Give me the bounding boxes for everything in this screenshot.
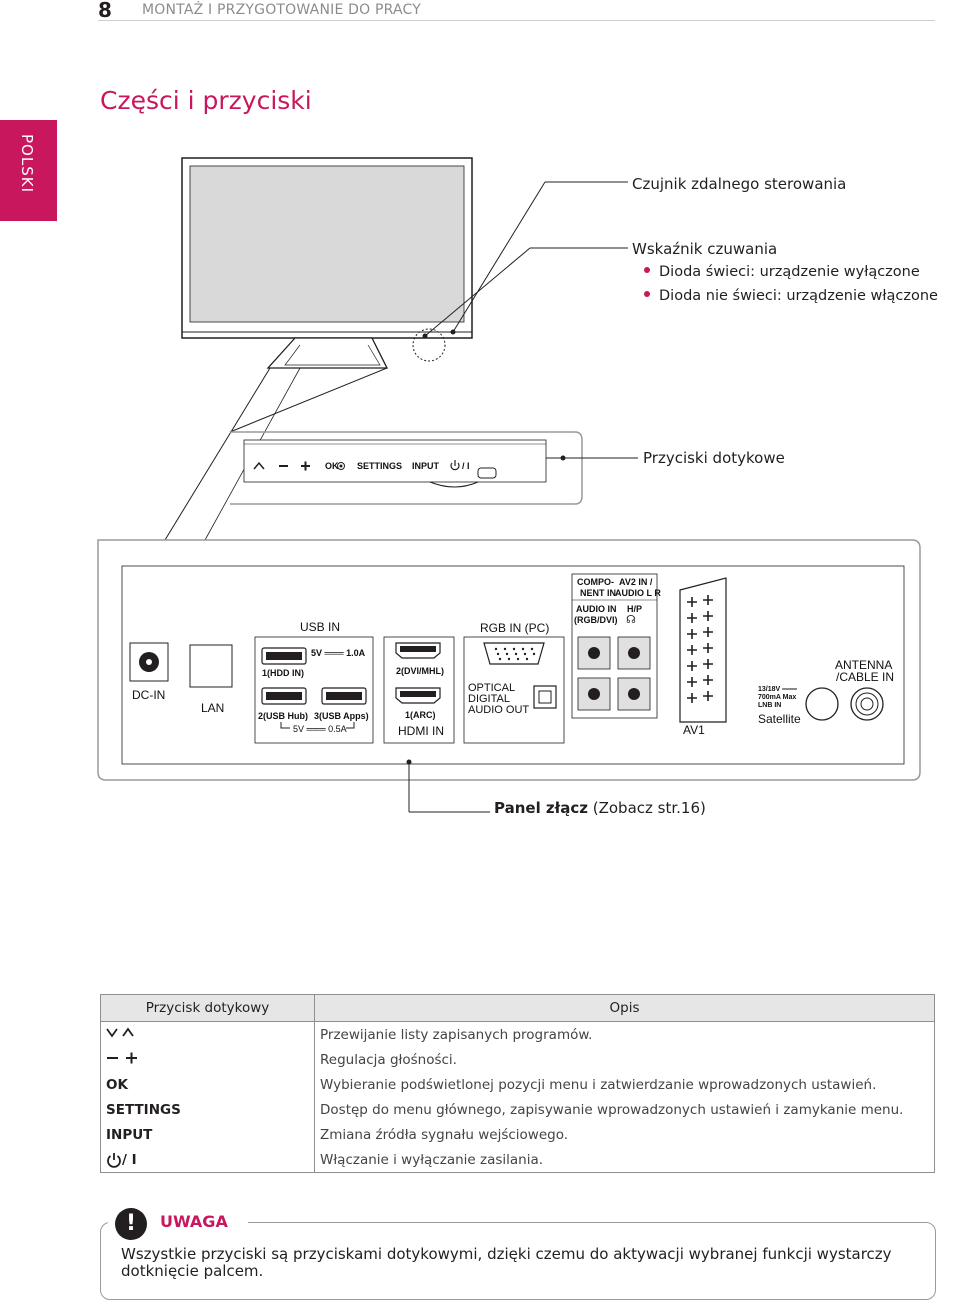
remote-sensor-label: Czujnik zdalnego sterowania (632, 175, 847, 193)
table-row: Regulacja głośności. (100, 1047, 935, 1072)
lan-label: LAN (201, 701, 225, 715)
headphone-icon: ☊ (626, 613, 636, 626)
usb-3-label: 3(USB Apps) (314, 711, 369, 721)
hp-label: H/P (627, 604, 643, 614)
power-icon (107, 1152, 121, 1168)
exclamation-icon: ! (115, 1208, 147, 1240)
touch-button-strip (230, 431, 583, 505)
table-cell-desc: Dostęp do menu głównego, zapisywanie wpr… (314, 1097, 935, 1122)
power-touch-label: / I (462, 461, 470, 471)
channel-up-down-icon (106, 1026, 134, 1038)
lan-port (189, 644, 233, 688)
table-cell-button (100, 1021, 315, 1047)
lnb-label-2: 700mA Max (758, 694, 797, 701)
panel-label-bold: Panel złącz (494, 799, 588, 817)
rgb-in-label: RGB IN (PC) (480, 621, 550, 635)
usb-power-2-label: 5V ═══ 0.5A (293, 724, 347, 734)
satellite-port (805, 687, 839, 721)
audio-in-label-1: AUDIO IN (576, 604, 617, 614)
panel-label-ref: (Zobacz str.16) (587, 799, 706, 817)
table-cell-button: INPUT (100, 1122, 315, 1147)
av2-label-2: AUDIO L R (615, 588, 661, 598)
table-row: OK Wybieranie podświetlonej pozycji menu… (100, 1072, 935, 1097)
touch-buttons-label: Przyciski dotykowe (643, 449, 785, 467)
table-cell-button: SETTINGS (100, 1097, 315, 1122)
table-cell-button (100, 1047, 315, 1072)
hdmi-in-label: HDMI IN (398, 724, 444, 738)
standby-item: Dioda świeci: urządzenie wyłączone (644, 260, 938, 284)
language-tab-label: POLSKI (18, 134, 36, 193)
power-button-label: / I (122, 1151, 137, 1168)
usb-power-1-label: 5V ═══ 1.0A (311, 648, 366, 658)
page-number: 8 (98, 0, 112, 22)
section-header: MONTAŻ I PRZYGOTOWANIE DO PRACY (142, 2, 422, 18)
lnb-label-1: 13/18V ═══ (758, 686, 798, 693)
standby-indicator-label: Wskaźnik czuwania (632, 240, 778, 258)
dc-in-label: DC-IN (132, 688, 166, 702)
optical-label-2: DIGITAL (468, 693, 510, 705)
table-cell-button: / I (100, 1147, 315, 1173)
av1-label: AV1 (683, 723, 705, 737)
optical-label-3: AUDIO OUT (468, 704, 530, 716)
note-box (100, 1222, 936, 1300)
tv-illustration (181, 157, 473, 369)
tv-diagram (97, 157, 921, 813)
table-cell-desc: Zmiana źródła sygnału wejściowego. (314, 1122, 935, 1147)
standby-item: Dioda nie świeci: urządzenie włączone (644, 284, 938, 308)
page-title: Części i przyciski (100, 86, 312, 115)
connector-panel-label: Panel złącz (Zobacz str.16) (494, 799, 706, 817)
audio-in-label-2: (RGB/DVI) (574, 615, 618, 625)
antenna-label-1: ANTENNA (835, 658, 893, 672)
table-cell-desc: Regulacja głośności. (314, 1047, 935, 1072)
ok-touch-label: OK (325, 461, 339, 471)
table-row: INPUT Zmiana źródła sygnału wejściowego. (100, 1122, 935, 1147)
table-cell-desc: Przewijanie listy zapisanych programów. (314, 1021, 935, 1047)
usb-in-label: USB IN (300, 620, 341, 634)
table-row: Przewijanie listy zapisanych programów. (100, 1021, 935, 1047)
touch-button-table: Przycisk dotykowy Opis Przewijanie listy… (100, 994, 935, 1173)
table-cell-desc: Włączanie i wyłączanie zasilania. (314, 1147, 935, 1173)
antenna-label-2: /CABLE IN (836, 670, 895, 684)
table-row: / I Włączanie i wyłączanie zasilania. (100, 1147, 935, 1173)
note-text: Wszystkie przyciski są przyciskami dotyk… (121, 1245, 892, 1280)
hdmi-2-label: 2(DVI/MHL) (396, 666, 444, 676)
table-header-button: Przycisk dotykowy (100, 994, 315, 1022)
av2-label-1: AV2 IN / (619, 577, 653, 587)
component-label-2: NENT IN (580, 588, 616, 598)
table-cell-button: OK (100, 1072, 315, 1097)
note-title: UWAGA (160, 1212, 228, 1231)
header-divider (98, 20, 935, 21)
input-touch-label: INPUT (412, 461, 439, 471)
usb-2-label: 2(USB Hub) (258, 711, 308, 721)
volume-minus-plus-icon (107, 1052, 137, 1063)
usb-1-label: 1(HDD IN) (262, 668, 304, 678)
table-row: SETTINGS Dostęp do menu głównego, zapisy… (100, 1097, 935, 1122)
language-tab: POLSKI (0, 120, 57, 221)
settings-touch-label: SETTINGS (357, 461, 403, 471)
component-label-1: COMPO- (577, 577, 614, 587)
lnb-label-3: LNB IN (758, 702, 782, 709)
optical-label-1: OPTICAL (468, 682, 516, 694)
satellite-label: Satellite (758, 712, 801, 726)
hdmi-1-label: 1(ARC) (405, 710, 436, 720)
standby-indicator-list: Dioda świeci: urządzenie wyłączone Dioda… (644, 260, 938, 308)
table-cell-desc: Wybieranie podświetlonej pozycji menu i … (314, 1072, 935, 1097)
table-header-description: Opis (314, 994, 935, 1022)
